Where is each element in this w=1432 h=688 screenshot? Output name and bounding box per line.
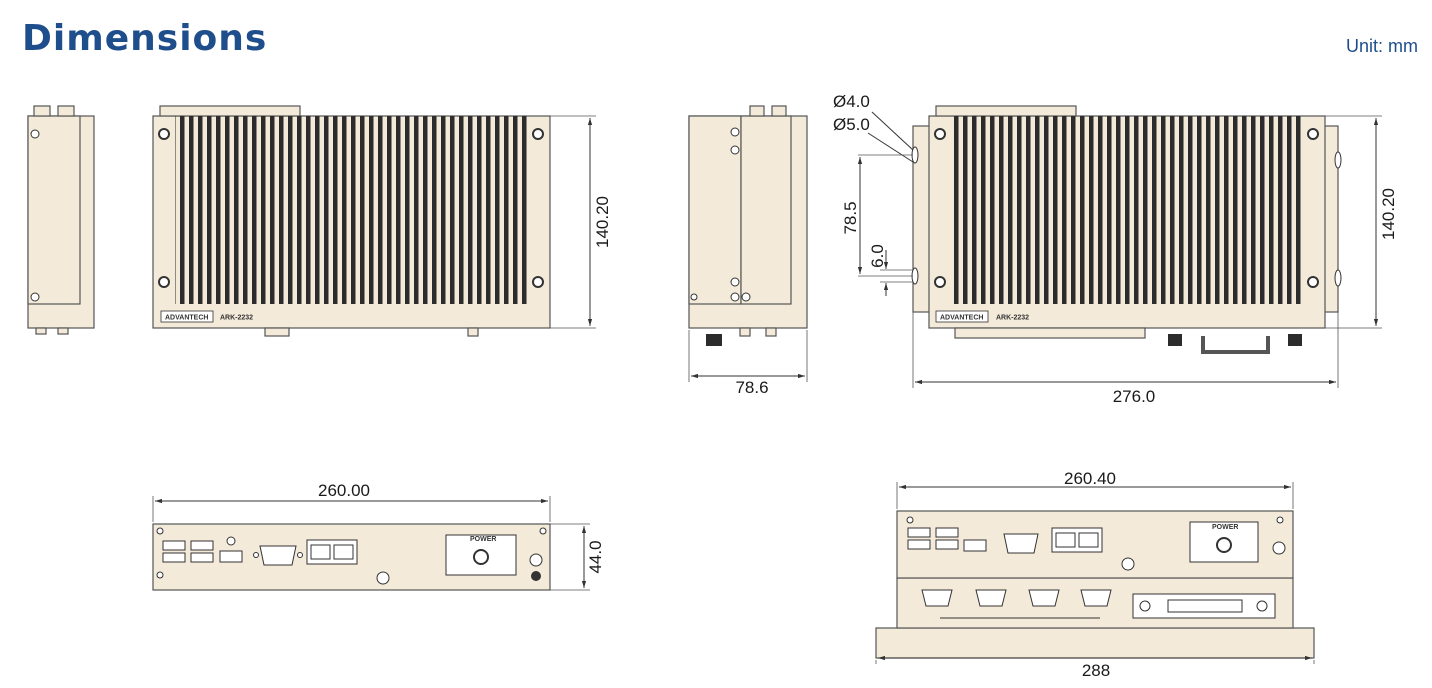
hole-large-dim: Ø5.0 bbox=[833, 115, 870, 134]
mount-width-dim: 276.0 bbox=[1113, 387, 1156, 406]
mount-brand-label: ADVANTECH bbox=[940, 315, 983, 322]
io-width-dim: 260.00 bbox=[318, 481, 370, 500]
io2-base-width-dim: 288 bbox=[1082, 661, 1110, 680]
io-panel-expansion-view: POWER 260.40 288 bbox=[875, 469, 1315, 680]
front-brand-label: ADVANTECH bbox=[165, 315, 208, 322]
io2-width-dim: 260.40 bbox=[1064, 469, 1116, 488]
side-view-left bbox=[27, 105, 95, 335]
side-depth-dim: 78.6 bbox=[735, 378, 768, 397]
mount-model-label: ARK-2232 bbox=[996, 315, 1029, 322]
mount-height-dim: 140.20 bbox=[1379, 188, 1398, 240]
io2-power-label: POWER bbox=[1212, 524, 1238, 531]
page-title: Dimensions bbox=[22, 18, 268, 59]
front-view-fins: ADVANTECH ARK-2232 140.20 bbox=[152, 105, 612, 337]
io-height-dim: 44.0 bbox=[586, 540, 605, 573]
io-panel-view: POWER 260.00 44.0 bbox=[152, 481, 605, 591]
unit-label: Unit: mm bbox=[1346, 36, 1418, 56]
front-height-dim: 140.20 bbox=[593, 196, 612, 248]
side-view-bracket: 78.6 bbox=[688, 105, 808, 397]
hole-small-dim: Ø4.0 bbox=[833, 92, 870, 111]
front-view-mount: ADVANTECH ARK-2232 Ø4.0 Ø5.0 78.5 6.0 14… bbox=[833, 92, 1398, 406]
hole-offset-dim: 6.0 bbox=[868, 244, 887, 268]
io-power-label: POWER bbox=[470, 536, 496, 543]
hole-spacing-dim: 78.5 bbox=[841, 201, 860, 234]
front-model-label: ARK-2232 bbox=[220, 315, 253, 322]
